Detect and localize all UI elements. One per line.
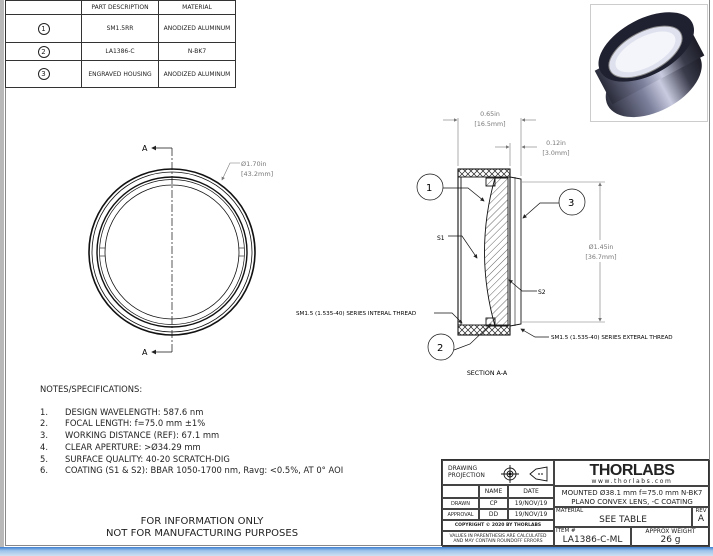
disclaimer: FOR INFORMATION ONLY NOT FOR MANUFACTURI… (102, 516, 302, 539)
left-edge-strip (0, 0, 4, 548)
projection-label: DRAWING PROJECTION (448, 465, 485, 479)
balloon-1: 1 (426, 183, 432, 194)
values-note: VALUES IN PARENTHESIS ARE CALCULATED AND… (442, 531, 554, 547)
thread-length-mm: [3.0mm] (542, 150, 569, 157)
balloon: 1 (37, 22, 50, 35)
note-item: 4.CLEAR APERTURE: >Ø34.29 mm (40, 441, 201, 452)
approval-date: 19/NOV/19 (508, 509, 554, 520)
description-line-1: MOUNTED Ø38.1 mm f=75.0 mm N-BK7 (561, 489, 703, 497)
length-in: 0.65in (480, 111, 500, 118)
balloon: 2 (37, 45, 50, 58)
copyright: COPYRIGHT © 2020 BY THORLABS (442, 520, 554, 531)
material-value: SEE TABLE (599, 515, 647, 525)
balloon-2: 2 (437, 343, 443, 354)
name-header: NAME (479, 485, 508, 498)
surface-s2-label: S2 (538, 289, 546, 296)
front-diameter-mm: [43.2mm] (241, 170, 273, 178)
part-material: ANODIZED ALUMINUM (158, 60, 236, 88)
drawn-label: DRAWN (442, 498, 479, 509)
section-title: SECTION A-A (467, 370, 508, 377)
section-view (416, 118, 605, 361)
website: www.thorlabs.com (591, 478, 673, 485)
thread-length-in: 0.12in (546, 140, 566, 147)
section-mark-top: A (142, 144, 148, 153)
front-diameter-in: Ø1.70in (241, 160, 267, 168)
disclaimer-line-2: NOT FOR MANUFACTURING PURPOSES (105, 527, 299, 539)
parts-table: PART DESCRIPTION MATERIAL 1 SM1.5RR ANOD… (5, 0, 236, 88)
table-row: 3 ENGRAVED HOUSING ANODIZED ALUMINUM (5, 60, 236, 88)
section-mark-bottom: A (142, 348, 148, 357)
rev-cell: REV A (692, 507, 710, 527)
material-cell: MATERIAL SEE TABLE (554, 507, 692, 527)
logo-cell: THORLABS www.thorlabs.com (554, 460, 710, 486)
weight-value: 26 g (660, 535, 681, 545)
product-render-image (590, 4, 708, 122)
section-diameter-mm: [36.7mm] (585, 254, 616, 261)
section-diameter-in: Ø1.45in (589, 243, 614, 251)
table-row: 1 SM1.5RR ANODIZED ALUMINUM (5, 14, 236, 43)
length-mm: [16.5mm] (474, 121, 505, 128)
drawn-date: 19/NOV/19 (508, 498, 554, 509)
rev-label: REV (695, 508, 707, 514)
notes-specifications: NOTES/SPECIFICATIONS: 1.DESIGN WAVELENGT… (40, 384, 343, 477)
thorlabs-logo: THORLABS (589, 462, 675, 479)
notes-title: NOTES/SPECIFICATIONS: (40, 384, 143, 394)
window-bottom-bar (0, 547, 713, 556)
balloon-3: 3 (568, 198, 574, 209)
front-view (88, 145, 256, 355)
description-line-2: PLANO CONVEX LENS, -C COATING (571, 497, 693, 506)
drawn-name: CP (479, 498, 508, 509)
third-angle-projection-icon (501, 465, 548, 483)
part-description: ENGRAVED HOUSING (81, 60, 159, 88)
approval-name: DD (479, 509, 508, 520)
internal-thread-label: SM1.5 (1.535-40) SERIES INTERAL THREAD (296, 311, 416, 317)
item-value: LA1386-C-ML (562, 535, 623, 545)
surface-s1-label: S1 (437, 235, 445, 242)
date-header: DATE (508, 485, 554, 498)
note-item: 5.SURFACE QUALITY: 40-20 SCRATCH-DIG (40, 453, 230, 464)
description-cell: MOUNTED Ø38.1 mm f=75.0 mm N-BK7 PLANO C… (554, 486, 710, 507)
weight-cell: APPROX WEIGHT 26 g (631, 527, 710, 547)
item-label: ITEM # (556, 528, 576, 534)
projection-cell: DRAWING PROJECTION (442, 460, 554, 485)
title-block: DRAWING PROJECTION NAME DATE DRAWN CP 19… (441, 459, 710, 547)
note-item: 1.DESIGN WAVELENGTH: 587.6 nm (40, 406, 204, 417)
balloon: 3 (37, 68, 50, 80)
external-thread-label: SM1.5 (1.535-40) SERIES EXTERAL THREAD (551, 335, 673, 341)
rev-value: A (697, 514, 705, 524)
item-cell: ITEM # LA1386-C-ML (554, 527, 631, 547)
disclaimer-line-1: FOR INFORMATION ONLY (140, 516, 264, 527)
part-material: ANODIZED ALUMINUM (158, 14, 236, 43)
material-label: MATERIAL (556, 508, 584, 514)
approval-label: APPROVAL (442, 509, 479, 520)
note-item: 2.FOCAL LENGTH: f=75.0 mm ±1% (40, 418, 206, 429)
note-item: 3.WORKING DISTANCE (REF): 67.1 mm (40, 430, 220, 441)
drawing-frame (5, 0, 710, 546)
table-row: 2 LA1386-C N-BK7 (5, 42, 236, 61)
note-item: 6.COATING (S1 & S2): BBAR 1050-1700 nm, … (40, 465, 344, 476)
weight-label: APPROX WEIGHT (645, 528, 696, 535)
